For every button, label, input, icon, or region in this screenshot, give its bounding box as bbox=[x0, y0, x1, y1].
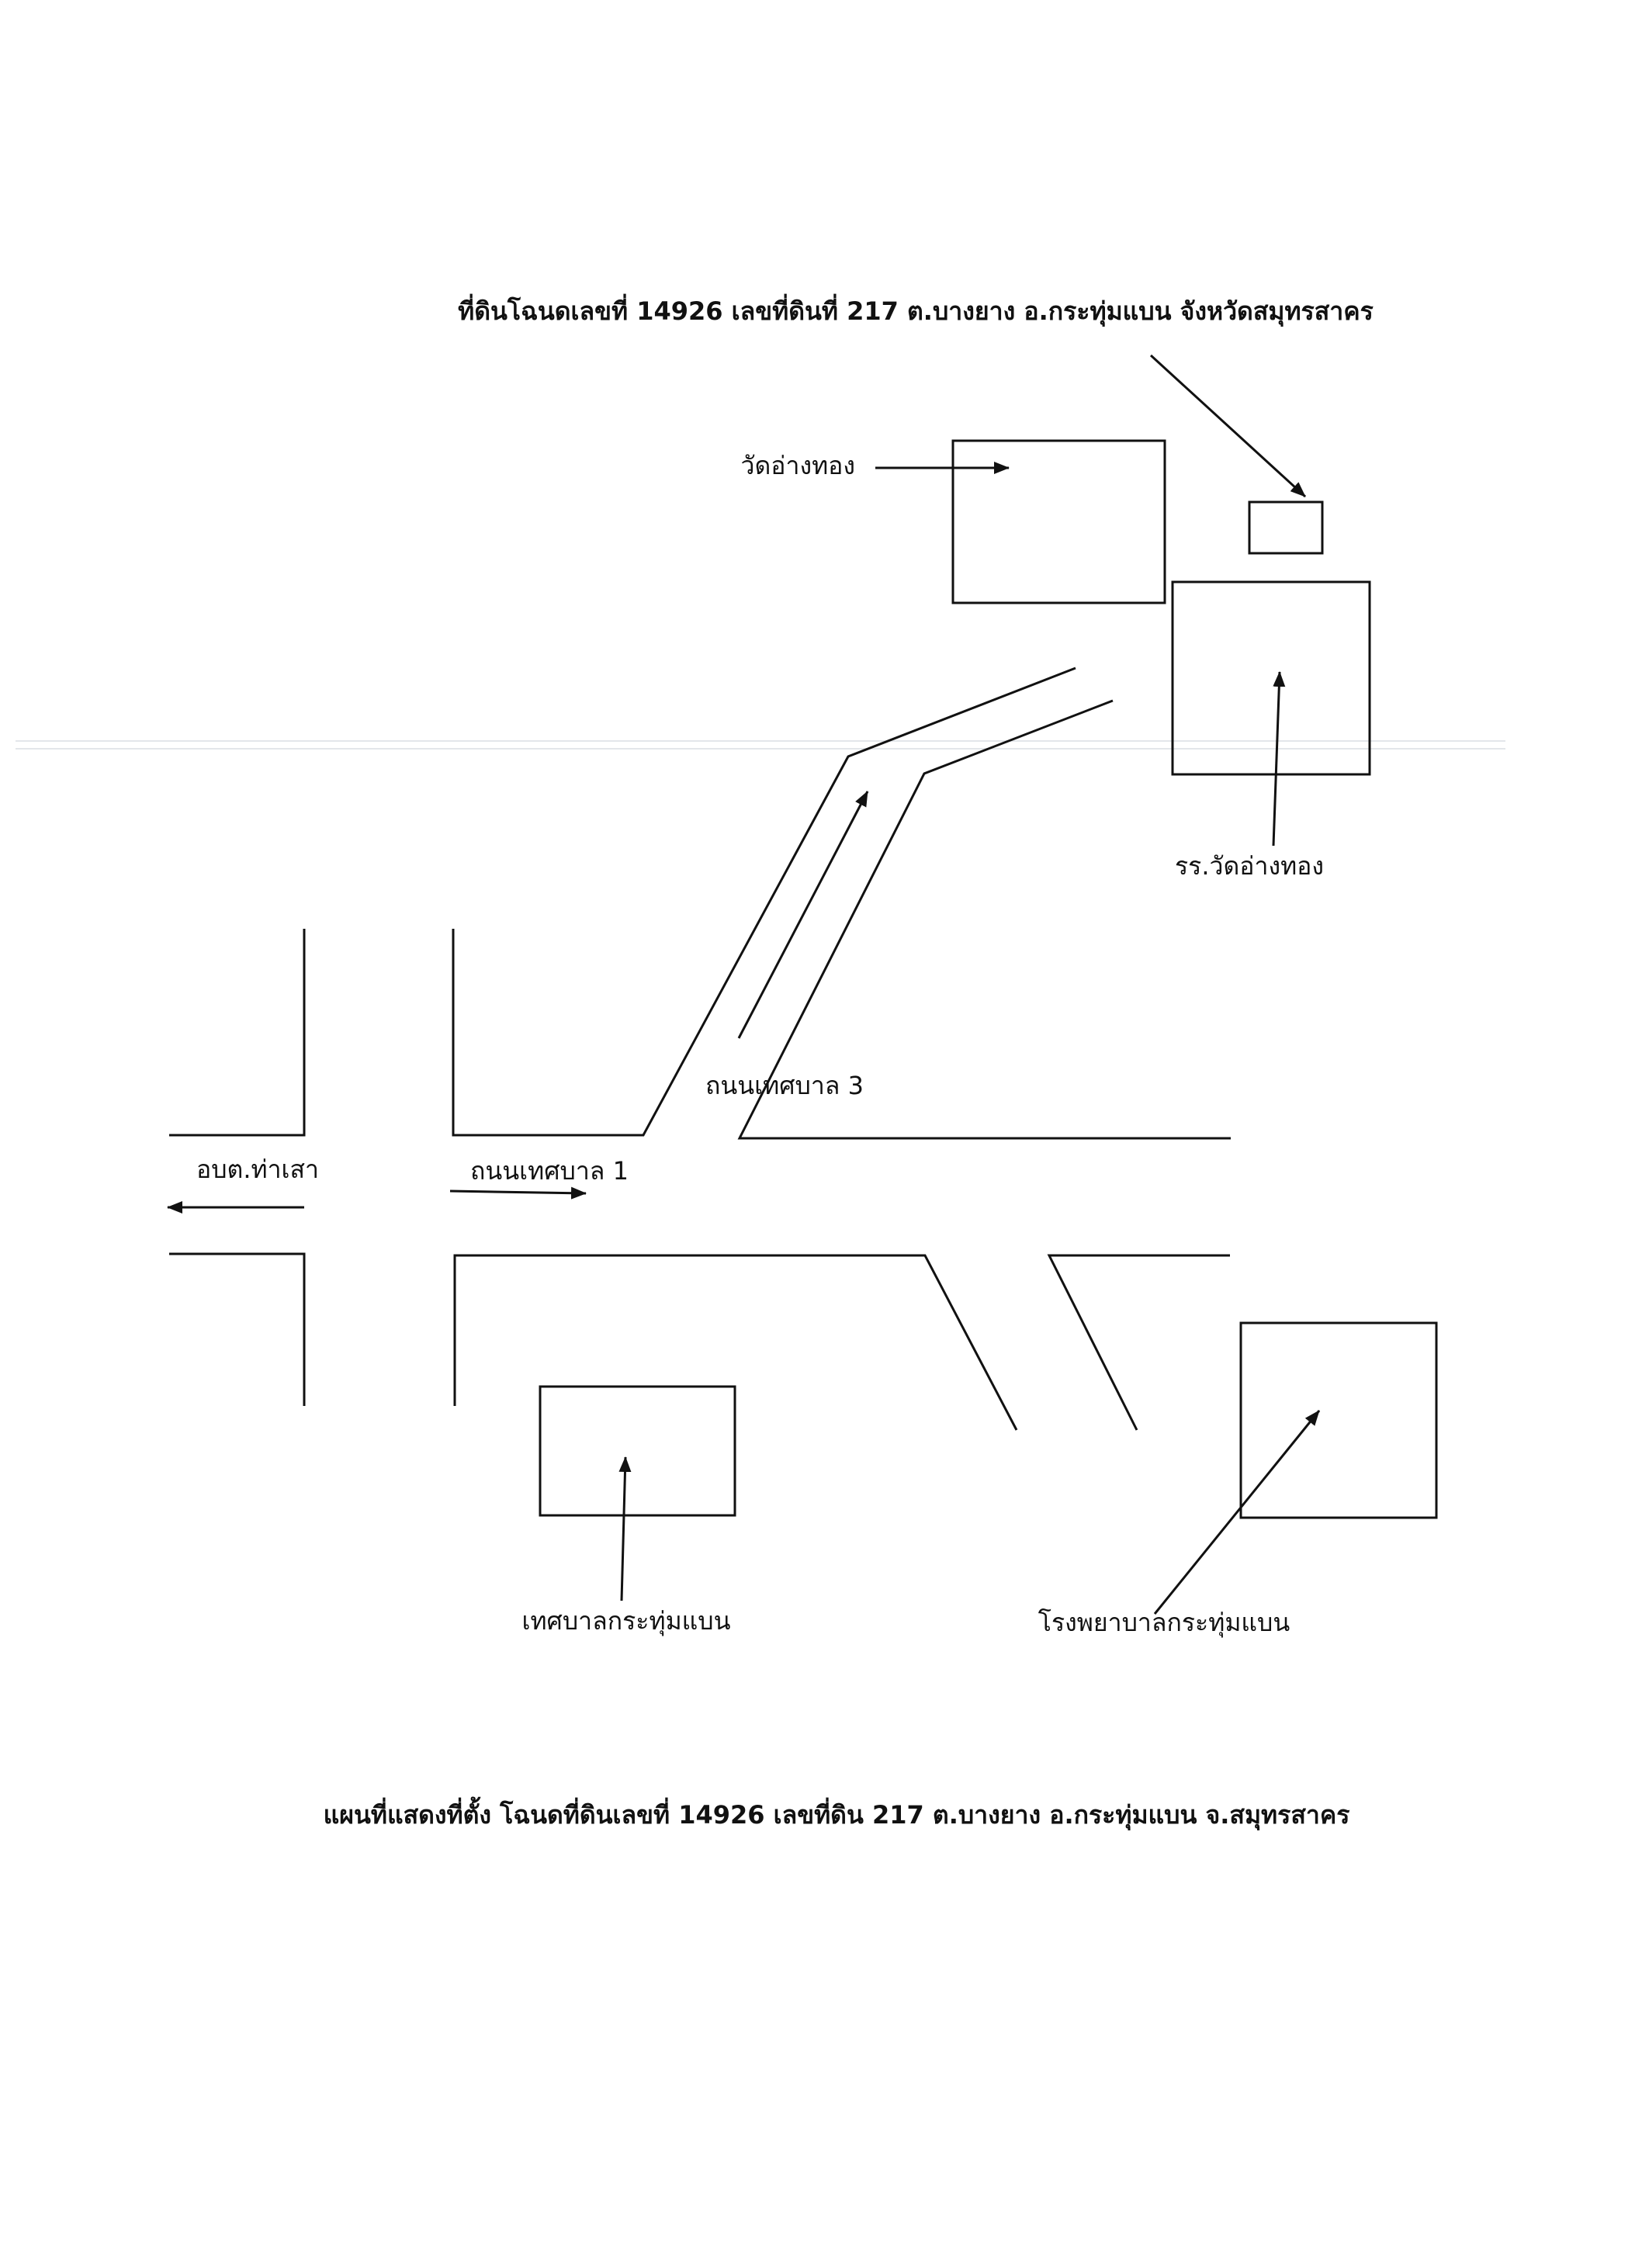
road-edge bbox=[1047, 1254, 1230, 1431]
hospital-arrow bbox=[1153, 1410, 1321, 1615]
road-network bbox=[169, 667, 1231, 1431]
road-1-label: ถนนเทศบาล 1 bbox=[470, 1156, 629, 1186]
sao-office-label: อบต.ท่าเสา bbox=[196, 1155, 319, 1184]
parcel-box bbox=[1248, 500, 1324, 555]
road-3-label: ถนนเทศบาล 3 bbox=[705, 1071, 864, 1100]
school-arrow bbox=[1272, 671, 1286, 847]
map-caption: แผนที่แสดงที่ตั้ง โฉนดที่ดินเลขที่ 14926… bbox=[324, 1796, 1350, 1831]
road-3-direction-arrow bbox=[737, 791, 869, 1039]
parcel-pointer-arrow bbox=[1149, 354, 1307, 498]
hospital-box bbox=[1239, 1321, 1438, 1519]
wat-ang-thong-box bbox=[951, 439, 1166, 604]
road-edge bbox=[169, 929, 306, 1137]
road-edge bbox=[452, 667, 1076, 1137]
municipality-box bbox=[539, 1385, 736, 1517]
parcel-title: ที่ดินโฉนดเลขที่ 14926 เลขที่ดินที่ 217 … bbox=[458, 293, 1374, 327]
road-1-direction-arrow bbox=[449, 1186, 587, 1200]
road-edge bbox=[737, 699, 1231, 1140]
municipality-label: เทศบาลกระทุ่มแบน bbox=[522, 1606, 731, 1636]
road-edge bbox=[169, 1252, 306, 1406]
school-label: รร.วัดอ่างทอง bbox=[1175, 851, 1324, 881]
school-box bbox=[1171, 580, 1371, 776]
municipality-arrow bbox=[618, 1456, 632, 1601]
road-edge bbox=[453, 1254, 1018, 1431]
wat-ang-thong-label: วัดอ่างทอง bbox=[741, 451, 856, 480]
hospital-label: โรงพยาบาลกระทุ่มแบน bbox=[1038, 1608, 1290, 1638]
